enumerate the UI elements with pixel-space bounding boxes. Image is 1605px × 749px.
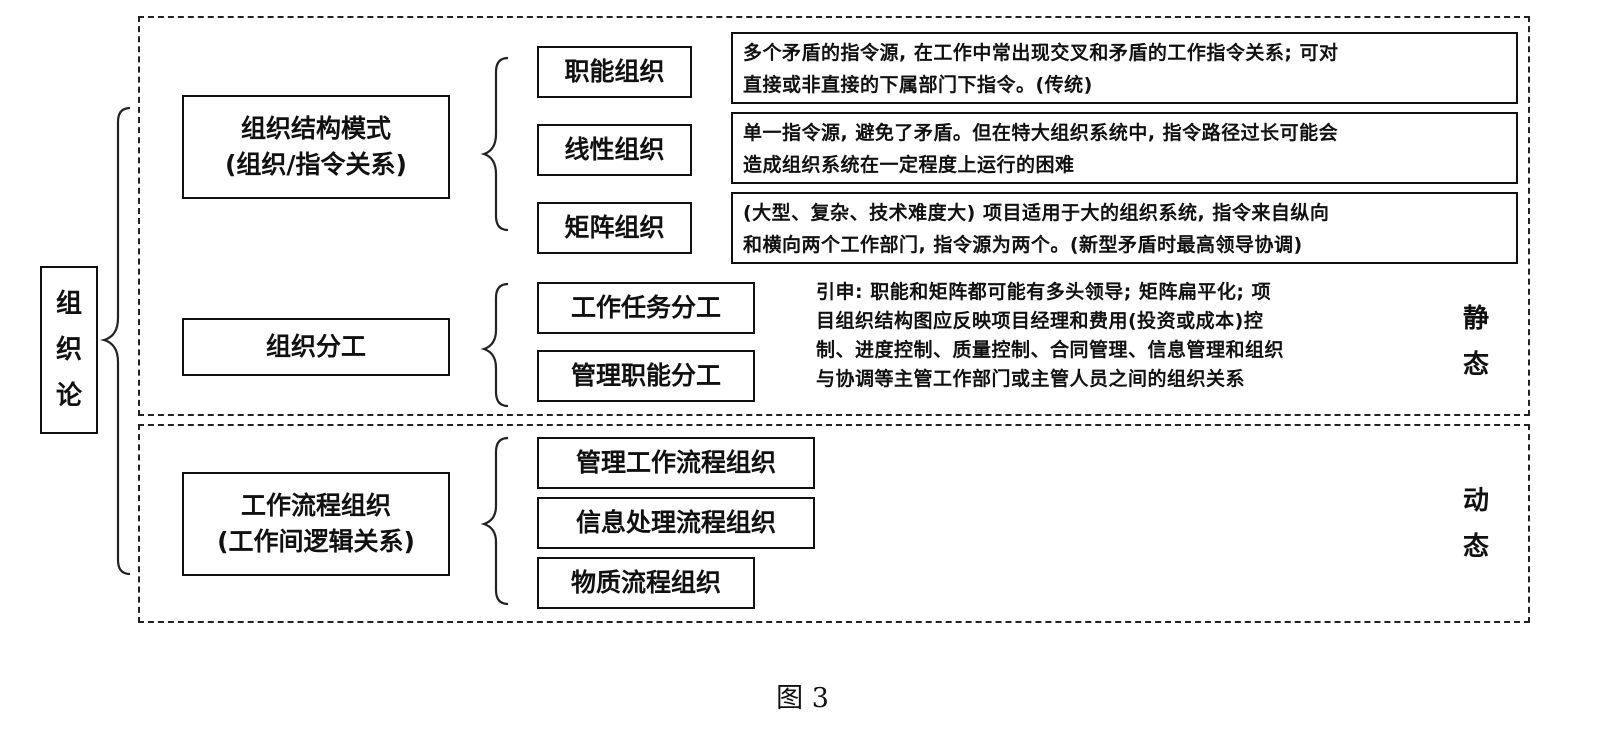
- material-workflow-label: 物质流程组织: [570, 567, 721, 597]
- linear-desc-line-2: 造成组织系统在一定程度上运行的困难: [743, 154, 1075, 176]
- functional-desc-line-2: 直接或非直接的下属部门下指令。(传统): [743, 74, 1093, 96]
- extension-note-line-4: 与协调等主管工作部门或主管人员之间的组织关系: [816, 368, 1246, 390]
- info-processing-workflow-node: 信息处理流程组织: [537, 497, 815, 549]
- extension-note-line-1: 引申: 职能和矩阵都可能有多头领导; 矩阵扁平化; 项: [816, 281, 1272, 303]
- linear-org-label: 线性组织: [564, 134, 665, 164]
- functional-org-description: 多个矛盾的指令源, 在工作中常出现交叉和矛盾的工作指令关系; 可对 直接或非直接…: [731, 32, 1518, 104]
- matrix-org-node: 矩阵组织: [537, 202, 692, 254]
- linear-org-description: 单一指令源, 避免了矛盾。但在特大组织系统中, 指令路径过长可能会 造成组织系统…: [731, 112, 1518, 184]
- extension-note-line-2: 目组织结构图应反映项目经理和费用(投资或成本)控: [816, 310, 1264, 332]
- figure-caption: 图 3: [776, 683, 829, 714]
- static-side-label: 静态: [1462, 304, 1489, 380]
- structure-mode-label-line-2: (组织/指令关系): [225, 150, 407, 179]
- matrix-desc-line-1: (大型、复杂、技术难度大) 项目适用于大的组织系统, 指令来自纵向: [743, 202, 1330, 224]
- root-brace: [100, 106, 131, 576]
- extension-note: 引申: 职能和矩阵都可能有多头领导; 矩阵扁平化; 项 目组织结构图应反映项目经…: [816, 278, 1416, 394]
- structure-mode-label-line-1: 组织结构模式: [240, 113, 391, 143]
- static-section-frame: [138, 16, 1530, 416]
- material-workflow-node: 物质流程组织: [537, 557, 755, 609]
- division-brace: [480, 282, 509, 408]
- functional-org-node: 职能组织: [537, 46, 692, 98]
- functional-desc-line-1: 多个矛盾的指令源, 在工作中常出现交叉和矛盾的工作指令关系; 可对: [743, 42, 1339, 64]
- structure-mode-node: 组织结构模式 (组织/指令关系): [182, 95, 450, 199]
- matrix-desc-line-2: 和横向两个工作部门, 指令源为两个。(新型矛盾时最高领导协调): [743, 234, 1303, 256]
- dynamic-side-label: 动态: [1462, 486, 1489, 562]
- root-label: 组织论: [55, 289, 82, 411]
- linear-desc-line-1: 单一指令源, 避免了矛盾。但在特大组织系统中, 指令路径过长可能会: [743, 122, 1339, 144]
- division-node: 组织分工: [182, 318, 450, 376]
- management-workflow-label: 管理工作流程组织: [575, 447, 776, 477]
- management-function-division-label: 管理职能分工: [570, 360, 721, 390]
- dynamic-section-frame: [138, 424, 1530, 623]
- matrix-org-label: 矩阵组织: [564, 212, 665, 242]
- workflow-label-line-2: (工作间逻辑关系): [217, 527, 415, 556]
- matrix-org-description: (大型、复杂、技术难度大) 项目适用于大的组织系统, 指令来自纵向 和横向两个工…: [731, 192, 1518, 264]
- root-node: 组织论: [40, 266, 98, 434]
- division-label: 组织分工: [265, 331, 366, 361]
- workflow-label-line-1: 工作流程组织: [240, 490, 391, 520]
- extension-note-line-3: 制、进度控制、质量控制、合同管理、信息管理和组织: [816, 339, 1285, 361]
- info-processing-workflow-label: 信息处理流程组织: [575, 507, 776, 537]
- functional-org-label: 职能组织: [564, 56, 665, 86]
- management-workflow-node: 管理工作流程组织: [537, 437, 815, 489]
- workflow-node: 工作流程组织 (工作间逻辑关系): [182, 472, 450, 576]
- task-division-label: 工作任务分工: [570, 292, 721, 322]
- workflow-brace: [480, 436, 509, 606]
- linear-org-node: 线性组织: [537, 124, 692, 176]
- structure-mode-brace: [480, 56, 509, 232]
- task-division-node: 工作任务分工: [537, 282, 755, 334]
- management-function-division-node: 管理职能分工: [537, 350, 755, 402]
